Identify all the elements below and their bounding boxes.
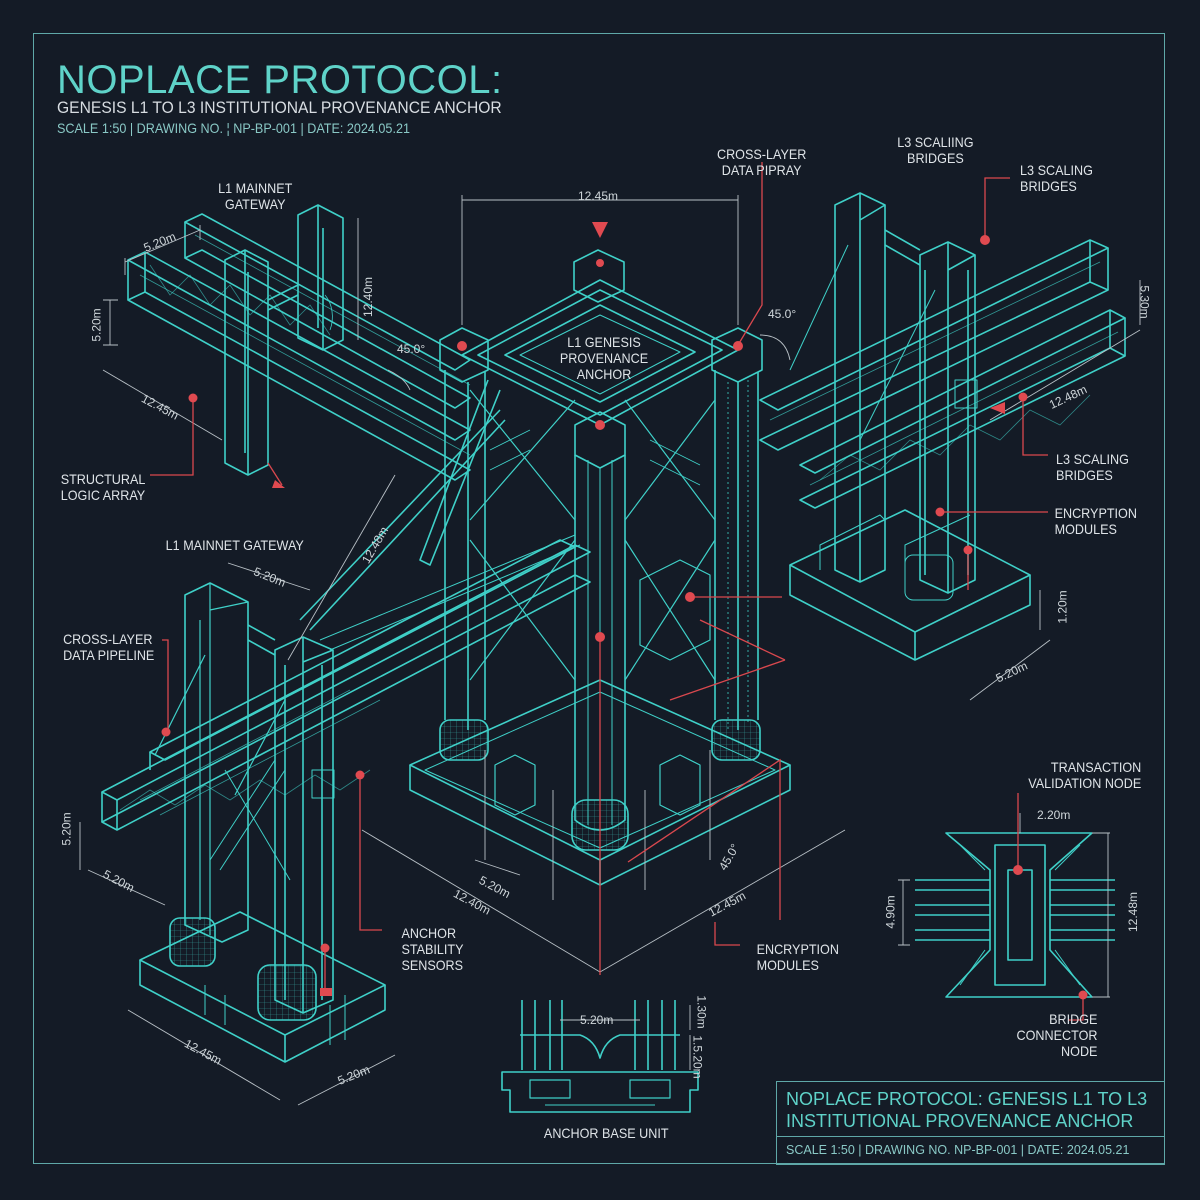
label-l1-genesis-anchor: L1 GENESIS PROVENANCE ANCHOR bbox=[559, 334, 649, 382]
validation-node-detail bbox=[915, 832, 1115, 998]
anchor-base-unit-detail bbox=[501, 1000, 699, 1113]
drawing-frame bbox=[33, 33, 1165, 1164]
label-l3-scaling-bridges-right-1: L3 SCALING BRIDGES bbox=[1020, 162, 1093, 194]
upper-left-bridge bbox=[127, 204, 471, 481]
label-anchor-stability-sensors: ANCHOR STABILITY SENSORS bbox=[401, 925, 464, 973]
dim-left-bridge-height: 5.20m bbox=[89, 308, 104, 342]
title-block: NOPLACE PROTOCOL: GENESIS L1 TO L3 INSTI… bbox=[776, 1081, 1165, 1165]
label-encryption-modules-bottom: ENCRYPTION MODULES bbox=[756, 941, 839, 973]
label-cross-layer-data-pipray: CROSS-LAYER DATA PIPRAY bbox=[716, 146, 807, 178]
drawing-meta: SCALE 1:50 | DRAWING NO. ¦ NP-BP-001 | D… bbox=[57, 120, 410, 136]
label-anchor-base-unit: ANCHOR BASE UNIT bbox=[543, 1125, 669, 1141]
title-block-meta: SCALE 1:50 | DRAWING NO. NP-BP-001 | DAT… bbox=[786, 1143, 1130, 1157]
label-structural-logic-array: STRUCTURAL LOGIC ARRAY bbox=[60, 471, 146, 503]
dim-angle-right: 45.0° bbox=[768, 307, 797, 321]
dim-node-side: 4.90m bbox=[883, 895, 898, 929]
label-bridge-connector-node: BRIDGE CONNECTOR NODE bbox=[1016, 1011, 1098, 1059]
label-cross-layer-data-pipeline: CROSS-LAYER DATA PIPELINE bbox=[63, 631, 155, 663]
leader-lines bbox=[150, 162, 1084, 1021]
dim-lower-bridge-height: 5.20m bbox=[59, 812, 74, 846]
label-encryption-modules-right: ENCRYPTION MODULES bbox=[1054, 505, 1137, 537]
dim-node-height: 12.48m bbox=[1126, 891, 1141, 933]
dim-top-span: 12.45m bbox=[578, 189, 619, 203]
dim-left-tower-height: 12.40m bbox=[361, 276, 376, 318]
label-l1-mainnet-gateway-top: L1 MAINNET GATEWAY bbox=[218, 180, 293, 212]
dim-angle-left: 45.0° bbox=[397, 342, 426, 356]
title-block-title: NOPLACE PROTOCOL: GENESIS L1 TO L3 INSTI… bbox=[786, 1089, 1148, 1131]
dimension-lines bbox=[79, 195, 1141, 1106]
label-l3-scaling-bridges-top: L3 SCALIING BRIDGES bbox=[897, 134, 974, 166]
label-transaction-validation-node: TRANSACTION VALIDATION NODE bbox=[1028, 759, 1142, 791]
dim-right-base-height: 1.20m bbox=[1055, 590, 1070, 624]
label-l1-mainnet-gateway-left: L1 MAINNET GATEWAY bbox=[165, 537, 304, 553]
dim-right-bridge-height: 5.30m bbox=[1137, 285, 1152, 319]
drawing-title: NOPLACE PROTOCOL: bbox=[57, 58, 503, 102]
upper-right-bridge bbox=[759, 192, 1126, 661]
dim-unit-width: 5.20m bbox=[580, 1013, 614, 1027]
marker-dots bbox=[161, 222, 1088, 1000]
drawing-subtitle: GENESIS L1 TO L3 INSTITUTIONAL PROVENANC… bbox=[57, 98, 502, 117]
title-block-divider bbox=[777, 1136, 1164, 1137]
dim-unit-h2: 1.5.20m bbox=[690, 1035, 705, 1079]
dim-node-top: 2.20m bbox=[1037, 808, 1071, 822]
lower-left-bridge bbox=[101, 539, 591, 1063]
dim-unit-h1: 1.30m bbox=[694, 995, 709, 1029]
label-l3-scaling-bridges-right-2: L3 SCALING BRIDGES bbox=[1056, 451, 1129, 483]
